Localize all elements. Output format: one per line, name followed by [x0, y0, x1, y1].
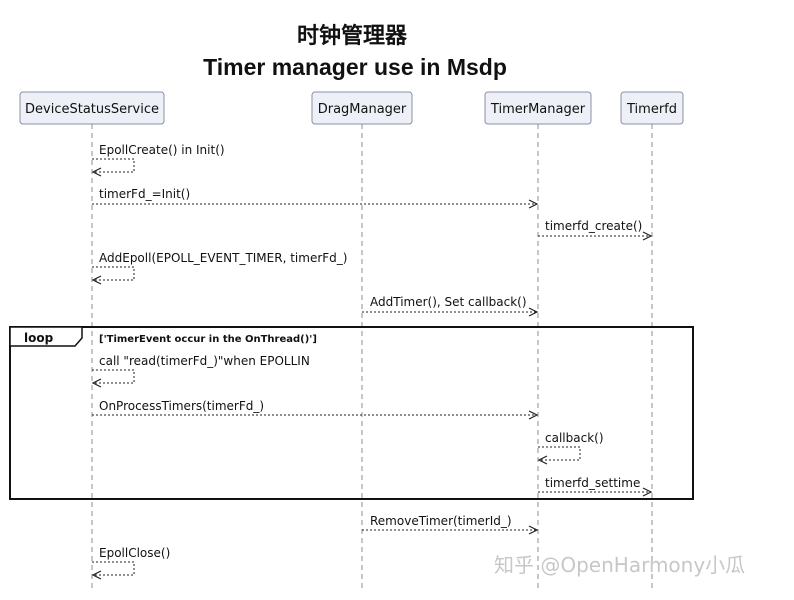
loop-operator: loop — [24, 331, 54, 345]
message-label: EpollClose() — [99, 546, 170, 560]
participant-timerfd: Timerfd — [620, 91, 684, 125]
message-on-process-timers: OnProcessTimers(timerFd_) — [92, 399, 539, 420]
message-epoll-close: EpollClose() — [91, 546, 170, 580]
participant-drag-manager: DragManager — [311, 91, 413, 125]
message-label: AddTimer(), Set callback() — [370, 295, 527, 309]
message-epoll-create: EpollCreate() in Init() — [91, 143, 225, 177]
message-remove-timer: RemoveTimer(timerId_) — [362, 514, 539, 535]
message-label: call "read(timerFd_)"when EPOLLIN — [99, 354, 310, 368]
message-callback: callback() — [537, 431, 604, 465]
message-timerfd-init: timerFd_=Init() — [92, 187, 539, 209]
participant-label: Timerfd — [626, 102, 677, 117]
message-label: EpollCreate() in Init() — [99, 143, 225, 157]
loop-guard: ['TimerEvent occur in the OnThread()'] — [99, 334, 317, 345]
participant-device-status-service: DeviceStatusService — [19, 91, 165, 125]
message-label: AddEpoll(EPOLL_EVENT_TIMER, timerFd_) — [99, 251, 347, 265]
message-label: callback() — [545, 431, 604, 445]
participant-label: DeviceStatusService — [25, 102, 159, 117]
message-add-timer: AddTimer(), Set callback() — [362, 295, 539, 317]
loop-frame: loop ['TimerEvent occur in the OnThread(… — [9, 326, 694, 500]
diagram-title-chinese: 时钟管理器 — [297, 23, 408, 49]
message-label: OnProcessTimers(timerFd_) — [99, 399, 264, 413]
diagram-title: Timer manager use in Msdp — [203, 54, 507, 80]
participant-timer-manager: TimerManager — [484, 91, 592, 125]
message-label: timerfd_create() — [545, 219, 642, 233]
participant-label: TimerManager — [490, 102, 586, 117]
message-label: timerFd_=Init() — [99, 187, 190, 201]
message-timerfd-create: timerfd_create() — [538, 219, 653, 241]
watermark-text: 知乎 @OpenHarmony小瓜 — [494, 553, 745, 577]
message-add-epoll: AddEpoll(EPOLL_EVENT_TIMER, timerFd_) — [91, 251, 347, 285]
message-label: RemoveTimer(timerId_) — [370, 514, 512, 528]
message-read-timerfd: call "read(timerFd_)"when EPOLLIN — [91, 354, 310, 388]
message-timerfd-settime: timerfd_settime — [538, 476, 653, 497]
participant-label: DragManager — [318, 102, 407, 117]
message-label: timerfd_settime — [545, 476, 640, 490]
